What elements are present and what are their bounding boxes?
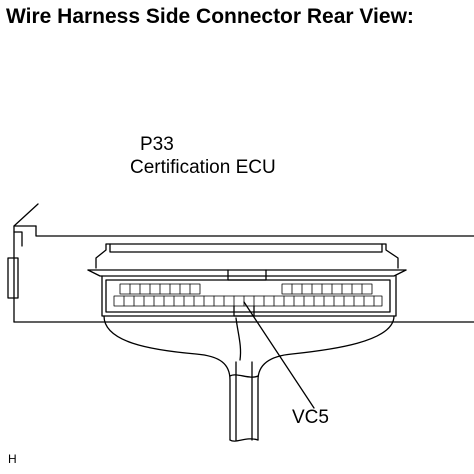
figure-letter: H (8, 452, 17, 466)
terminal-row-top (119, 283, 373, 295)
wire-bundle (103, 315, 395, 442)
callout-leader-line (243, 301, 315, 409)
diagram-title: Wire Harness Side Connector Rear View: (6, 5, 414, 28)
terminal-row-bottom (113, 295, 383, 307)
connector-code-label: P33 (140, 134, 174, 155)
terminal-callout-label: VC5 (292, 407, 329, 428)
connector-body (87, 243, 407, 317)
ecu-name-label: Certification ECU (130, 157, 276, 178)
ecu-housing (7, 203, 474, 323)
terminal-grid (113, 283, 383, 307)
